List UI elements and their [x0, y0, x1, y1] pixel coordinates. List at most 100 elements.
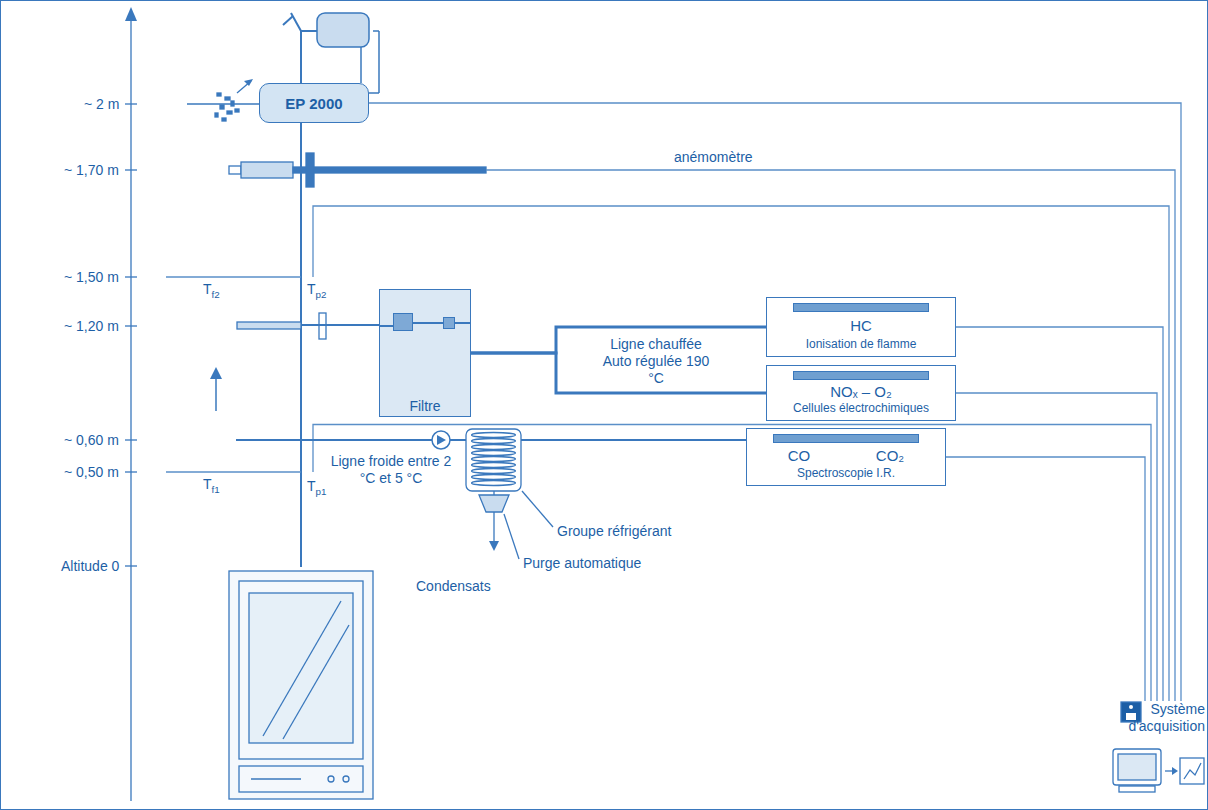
subscript: f2 [212, 289, 220, 300]
signal-wires-part [313, 425, 1151, 702]
acquisition-icons-part [1113, 749, 1161, 785]
stove-part [239, 581, 363, 759]
device-name: EP 2000 [285, 95, 342, 112]
heated-probe-part [237, 322, 301, 329]
analyzer-row: NOₓ – O₂ [775, 383, 947, 401]
analyzer-box: NOₓ – O₂Cellules électrochimiques [766, 365, 956, 421]
signal-wires-part [166, 276, 301, 277]
pump-part [432, 431, 450, 449]
altitude-axis-part [125, 169, 137, 170]
stove-part [283, 625, 349, 739]
signal-wires-part [486, 170, 1175, 701]
stove-part [229, 571, 373, 799]
sensor-label: Tp2 [307, 281, 326, 298]
analyzer-box: HC Ionisation de flamme [766, 297, 956, 357]
stove-part [249, 593, 353, 743]
plume-sampling [187, 79, 259, 121]
cold-line-part [450, 439, 466, 441]
stove-part [328, 776, 334, 782]
anemometer-part [306, 153, 314, 187]
acquisition-icons-part [1165, 770, 1173, 771]
cold-line-part [521, 439, 746, 441]
analyzer-row: HC [775, 317, 947, 335]
filter-pipe [380, 325, 393, 327]
acquisition-icons-part [1119, 786, 1155, 792]
analyzer-row: CO CO₂ [755, 447, 937, 465]
coil-winding [472, 457, 516, 462]
altitude-label: ~ 1,70 m [64, 162, 119, 179]
analyzer-method: Ionisation de flamme [806, 337, 917, 352]
extractor-part [369, 92, 379, 94]
acquisition-icons-part [1118, 754, 1156, 780]
acquisition-icons [1113, 702, 1204, 792]
refrigeration-unit-part [466, 429, 521, 491]
pump-part [437, 435, 446, 445]
anemometer-part [229, 166, 241, 174]
coil-winding [472, 451, 516, 456]
extractor [317, 13, 379, 93]
altitude-axis-part [130, 17, 131, 801]
altitude-axis-part [125, 103, 137, 104]
heated-probe [237, 313, 379, 339]
pump [432, 431, 450, 449]
extractor-part [360, 47, 362, 83]
stove-part [343, 776, 349, 782]
plume-sampling-part [215, 113, 218, 117]
analyzer-bar [793, 371, 929, 380]
acquisition-icons-part [1129, 705, 1133, 709]
analyzer-row: Cellules électrochimiques [775, 401, 947, 416]
subscript: p1 [316, 486, 327, 497]
altitude-axis-part [125, 325, 137, 326]
device-box: EP 2000 [259, 83, 369, 123]
plume-sampling-part [220, 105, 224, 109]
coil-winding [472, 463, 516, 468]
anemometer-part [314, 167, 486, 173]
acquisition-node: Système d'acquisition [1117, 701, 1205, 739]
part-label: Groupe réfrigérant [557, 523, 671, 540]
analyzer-row: Ionisation de flamme [775, 337, 947, 352]
part-label: Condensats [416, 578, 491, 595]
analyzer-method: Cellules électrochimiques [793, 401, 929, 416]
analyzer-bar [773, 434, 919, 443]
altitude-label: Altitude 0 [61, 558, 119, 575]
acquisition-icons-part [1172, 767, 1178, 775]
plume-sampling-part [235, 109, 239, 112]
part-label: Ligne froide entre 2 °C et 5 °C [325, 453, 457, 487]
chimney-part [301, 30, 317, 32]
heated-probe-part [301, 324, 379, 326]
filter-pipe [413, 322, 443, 324]
analyzer-bar [793, 303, 929, 312]
altitude-axis-part [125, 7, 137, 21]
plume-sampling-part [222, 118, 226, 121]
coil-winding [472, 481, 516, 486]
anemometer [229, 153, 486, 187]
part-label: Purge automatique [523, 555, 641, 572]
coil-winding [472, 475, 516, 480]
altitude-axis-part [125, 276, 137, 277]
plume-sampling-part [225, 97, 230, 100]
stove-part [263, 601, 341, 736]
coil-winding [472, 439, 516, 444]
altitude-label: ~ 0,50 m [64, 464, 119, 481]
anemometer-part [241, 162, 293, 178]
refrigeration-unit [466, 429, 553, 559]
filter-element [443, 317, 455, 329]
refrigeration-unit-part [479, 495, 509, 512]
acquisition-icons-part [1180, 758, 1204, 784]
stove-part [251, 778, 301, 779]
flow-arrow-part [210, 367, 222, 379]
analyzer-gas: CO [788, 447, 811, 465]
refrigeration-unit-part [522, 491, 553, 527]
plume-sampling-part [244, 79, 253, 86]
sensor-label: Tp1 [307, 478, 326, 495]
analyzer-gas: CO₂ [876, 447, 904, 465]
acquisition-icons-part [1184, 763, 1201, 779]
anemometer-part [293, 167, 306, 173]
chimney-part [283, 16, 293, 25]
refrigeration-unit-part [489, 541, 499, 551]
stove-part [239, 766, 363, 792]
coil-winding [472, 433, 516, 438]
plume-sampling-part [231, 101, 234, 106]
